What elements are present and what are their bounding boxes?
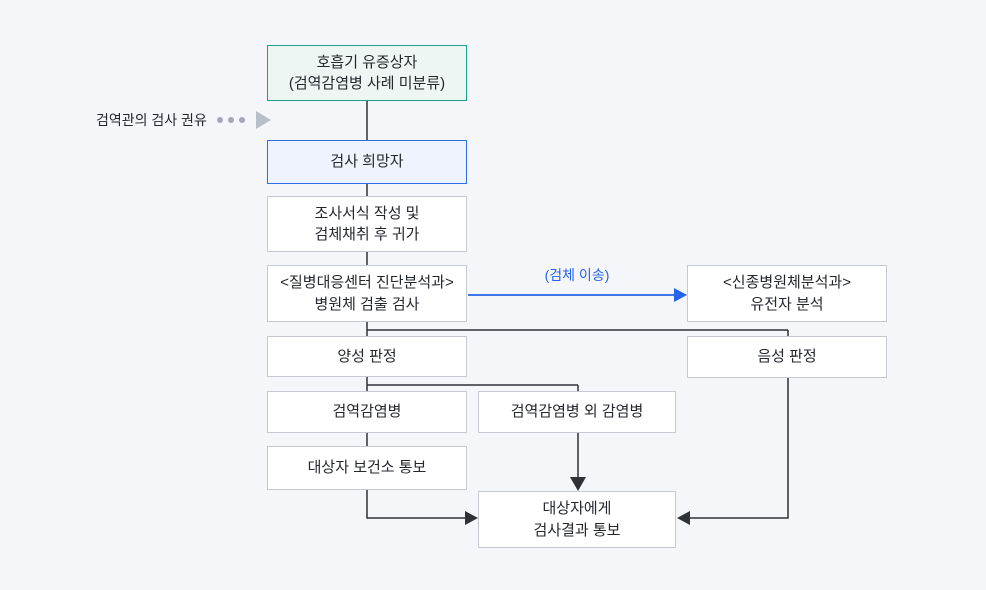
connector-negative-to-result bbox=[690, 378, 789, 519]
node-center-diagnostic-lab: <질병대응센터 진단분석과> 병원체 검출 검사 bbox=[267, 265, 467, 322]
node-survey-form: 조사서식 작성 및 검체채취 후 귀가 bbox=[267, 196, 467, 252]
node-negative-result: 음성 판정 bbox=[687, 336, 887, 378]
node-quarantine-disease: 검역감염병 bbox=[267, 391, 467, 433]
annotation-label: 검역관의 검사 권유 bbox=[96, 112, 207, 128]
node-non-quarantine-disease: 검역감염병 외 감염병 bbox=[478, 391, 676, 433]
node-health-center-notification: 대상자 보건소 통보 bbox=[267, 446, 467, 490]
node-test-applicant: 검사 희망자 bbox=[267, 140, 467, 184]
arrowhead-into-result-left bbox=[465, 511, 478, 525]
node-novel-pathogen-lab: <신종병원체분석과> 유전자 분석 bbox=[687, 265, 887, 322]
specimen-transfer-arrowhead bbox=[674, 288, 687, 302]
node-positive-result: 양성 판정 bbox=[267, 336, 467, 377]
node-respiratory-symptomatic: 호흡기 유증상자 (검역감염병 사례 미분류) bbox=[267, 45, 467, 101]
connector-centerlab-branch-positive-negative bbox=[366, 322, 789, 336]
specimen-transfer-label: (검체 이송) bbox=[544, 267, 610, 283]
ellipsis-dots-icon bbox=[216, 117, 250, 123]
node-result-notification: 대상자에게 검사결과 통보 bbox=[478, 491, 676, 548]
connector-positive-branch-diseases bbox=[366, 377, 579, 391]
connector-healthcenter-to-result bbox=[366, 490, 465, 519]
arrowhead-into-result-top bbox=[570, 477, 586, 491]
arrowhead-into-result-right bbox=[677, 511, 690, 525]
quarantine-officer-annotation: 검역관의 검사 권유 bbox=[96, 109, 271, 131]
arrow-right-icon bbox=[255, 111, 271, 129]
